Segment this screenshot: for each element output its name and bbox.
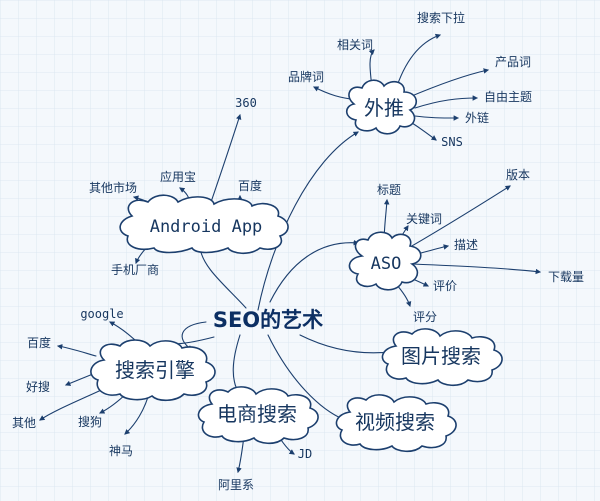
leaf-engines-google[interactable]: google — [80, 307, 123, 321]
edge-center-waitui — [257, 131, 359, 311]
leaf-ecommerce-alx[interactable]: 阿里系 — [218, 478, 254, 492]
labels: SEO的艺术 外推 ASO Android App 搜索引擎 电商搜索 图片搜索… — [12, 10, 584, 492]
edge-center-android — [197, 246, 247, 309]
leaf-engines-sm[interactable]: 神马 — [109, 444, 133, 458]
cloud-waitui[interactable] — [345, 79, 417, 135]
hub-engines[interactable]: 搜索引擎 — [115, 358, 195, 382]
leaf-waitui-cpc[interactable]: 产品词 — [495, 55, 531, 69]
leaf-waitui-xgc[interactable]: 相关词 — [337, 38, 373, 52]
leaf-android-sjcs[interactable]: 手机厂商 — [111, 262, 159, 277]
leaf-waitui-ppc[interactable]: 品牌词 — [288, 70, 324, 84]
edge-center-video — [267, 334, 347, 421]
leaf-android-bd[interactable]: 百度 — [238, 178, 262, 193]
topic-clouds — [90, 79, 503, 453]
cloud-ecommerce[interactable] — [197, 386, 319, 445]
edge-android-360 — [209, 113, 242, 206]
hub-image[interactable]: 图片搜索 — [401, 344, 481, 368]
cloud-android[interactable] — [119, 194, 289, 255]
leaf-aso-pf[interactable]: 评分 — [413, 310, 437, 324]
leaf-aso-ms[interactable]: 描述 — [454, 238, 478, 252]
cloud-aso[interactable] — [348, 231, 422, 291]
edge-waitui-zyzt — [414, 95, 479, 109]
leaf-waitui-ssxl[interactable]: 搜索下拉 — [417, 10, 465, 25]
leaf-android-yyb[interactable]: 应用宝 — [160, 169, 196, 184]
leaf-waitui-wl[interactable]: 外链 — [465, 110, 489, 125]
leaf-aso-bb[interactable]: 版本 — [506, 168, 530, 182]
hub-aso[interactable]: ASO — [371, 254, 402, 274]
edge-waitui-cpc — [406, 68, 490, 99]
leaf-waitui-sns[interactable]: SNS — [441, 135, 463, 149]
leaf-aso-bt[interactable]: 标题 — [377, 183, 401, 197]
edge-engines-bd — [56, 344, 97, 357]
leaf-android-360[interactable]: 360 — [235, 96, 257, 110]
leaf-android-qtsc[interactable]: 其他市场 — [89, 180, 137, 195]
cloud-engines[interactable] — [90, 339, 216, 402]
edge-center-image — [299, 334, 392, 356]
leaf-aso-gjc[interactable]: 关键词 — [406, 212, 442, 226]
edge-aso-xzl — [411, 263, 542, 275]
leaf-ecommerce-jd[interactable]: JD — [298, 447, 312, 461]
leaf-engines-sg[interactable]: 搜狗 — [78, 414, 102, 429]
cloud-video[interactable] — [335, 394, 457, 453]
leaf-engines-hs[interactable]: 好搜 — [26, 379, 50, 394]
center-title[interactable]: SEO的艺术 — [213, 308, 323, 332]
leaf-engines-bd[interactable]: 百度 — [27, 335, 51, 350]
hub-video[interactable]: 视频搜索 — [355, 410, 435, 434]
leaf-engines-qt[interactable]: 其他 — [12, 416, 36, 430]
edge-waitui-wl — [414, 115, 460, 121]
hub-ecommerce[interactable]: 电商搜索 — [217, 402, 297, 426]
hub-android[interactable]: Android App — [150, 217, 263, 237]
edge-waitui-sns — [411, 122, 437, 141]
edge-center-aso — [269, 239, 360, 303]
leaf-waitui-zyzt[interactable]: 自由主题 — [484, 90, 532, 104]
cloud-image[interactable] — [381, 328, 503, 387]
leaf-aso-xzl[interactable]: 下载量 — [548, 270, 584, 284]
leaf-aso-pj[interactable]: 评价 — [433, 279, 457, 293]
hub-waitui[interactable]: 外推 — [364, 96, 404, 120]
